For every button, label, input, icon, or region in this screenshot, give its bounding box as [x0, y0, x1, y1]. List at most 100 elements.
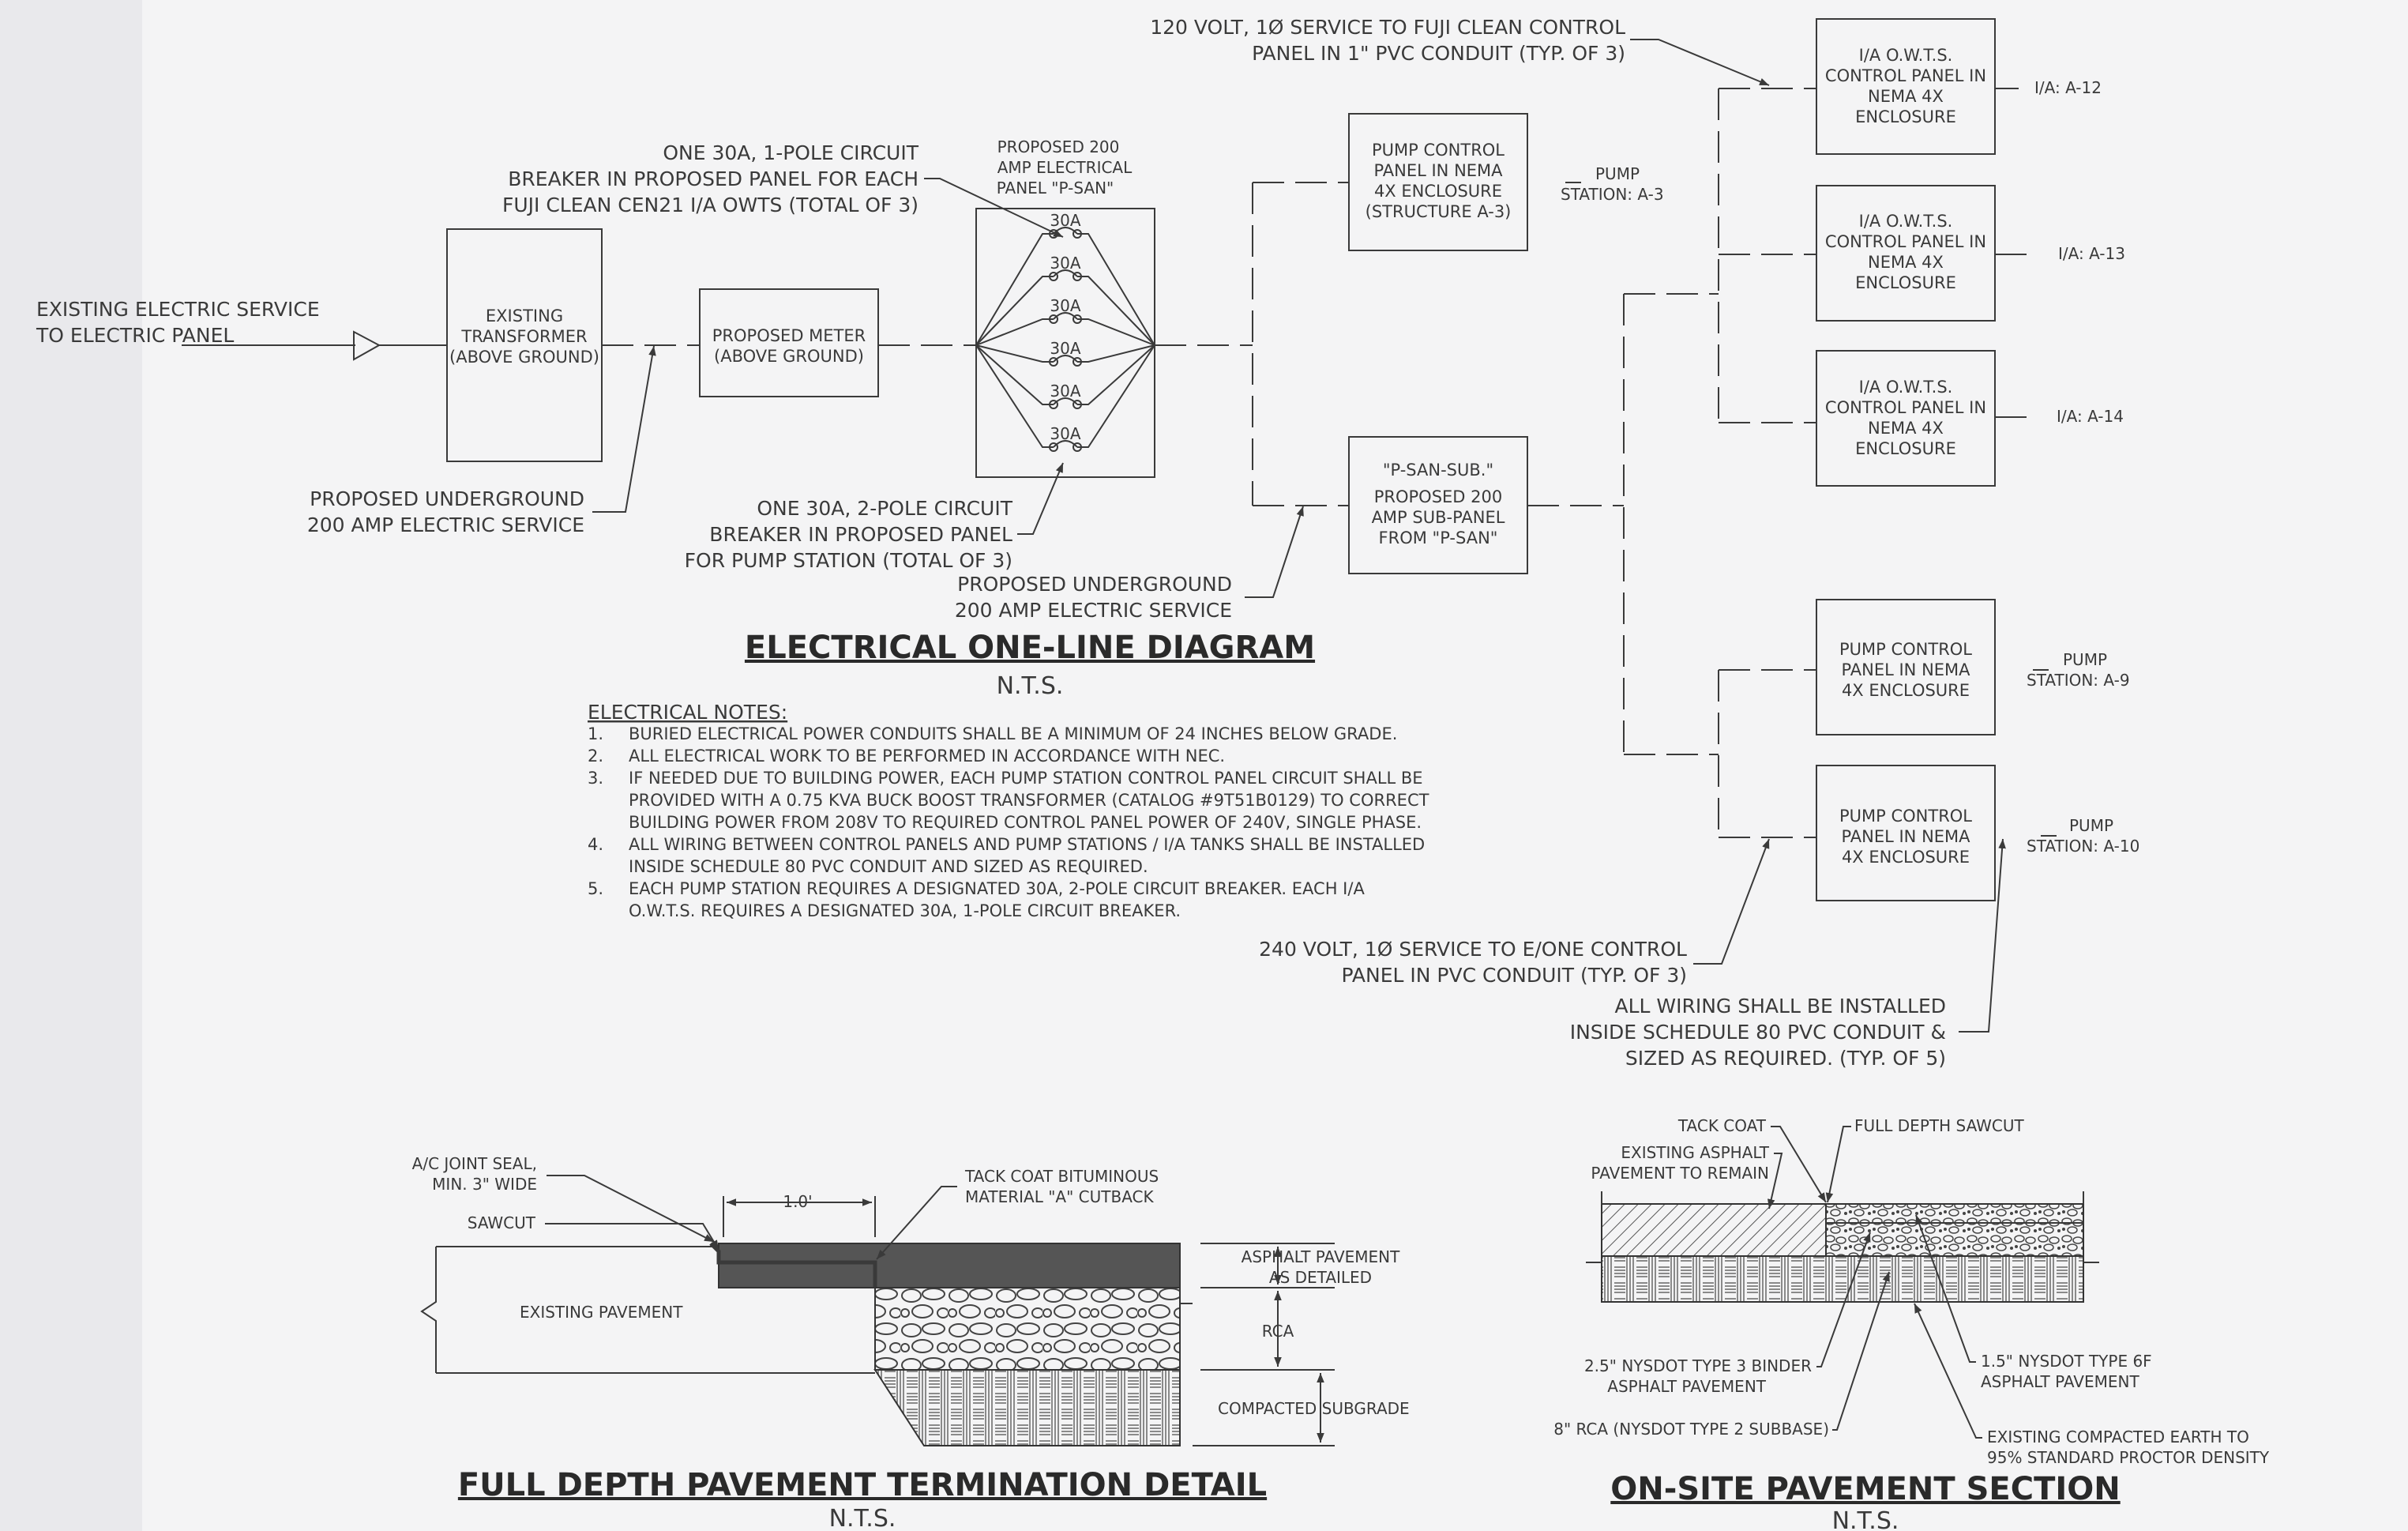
termination-scale: N.T.S.	[829, 1505, 896, 1531]
ug-service-leader	[592, 345, 656, 513]
binder-label: 2.5" NYSDOT TYPE 3 BINDER	[1584, 1356, 1812, 1375]
eone-service-label: 240 VOLT, 1Ø SERVICE TO E/ONE CONTROL	[1259, 938, 1687, 961]
breaker-label: 30A	[1050, 211, 1080, 230]
existing-asphalt-layer	[1601, 1203, 1827, 1257]
pump-a3-label: PANEL IN NEMA	[1373, 161, 1503, 180]
ug-service-b-label: PROPOSED UNDERGROUND	[957, 573, 1232, 596]
breaker-label: 30A	[1050, 382, 1080, 401]
breaker-feed-line	[975, 276, 1054, 346]
fuji-leader	[1630, 39, 1770, 86]
ia-a12-label: ENCLOSURE	[1855, 107, 1956, 126]
note-number: 5.	[588, 879, 603, 898]
break-line	[420, 1247, 437, 1373]
pump-a10-label: PANEL IN NEMA	[1841, 827, 1970, 846]
fuji-service-label: 120 VOLT, 1Ø SERVICE TO FUJI CLEAN CONTR…	[1150, 16, 1625, 39]
breaker-switch	[1053, 269, 1078, 277]
pump-a10-label: PUMP CONTROL	[1839, 807, 1972, 826]
ia-a13-label: CONTROL PANEL IN	[1825, 232, 1986, 251]
note-text: ALL WIRING BETWEEN CONTROL PANELS AND PU…	[629, 835, 1425, 854]
earth-label: 95% STANDARD PROCTOR DENSITY	[1987, 1448, 2270, 1467]
transformer-label: TRANSFORMER	[460, 327, 587, 346]
tag-a3: PUMP	[1595, 164, 1640, 183]
breaker-2p-leader	[1017, 462, 1064, 535]
breaker-label: 30A	[1050, 424, 1080, 443]
joint-seal-label: A/C JOINT SEAL,	[412, 1154, 537, 1173]
note-number: 1.	[588, 724, 603, 743]
sub-panel-label: "P-SAN-SUB."	[1383, 461, 1493, 480]
breaker-label: 30A	[1050, 296, 1080, 315]
pump-a9-label: PUMP CONTROL	[1839, 640, 1972, 659]
rca-section-leader	[1832, 1271, 1890, 1431]
ug-service-label: PROPOSED UNDERGROUND	[310, 487, 584, 510]
joint-seal-leader	[547, 1175, 715, 1243]
subbase-layer	[1601, 1255, 2084, 1303]
breaker-terminal	[1049, 400, 1058, 409]
ia-a14-label: I/A O.W.T.S.	[1859, 378, 1953, 397]
diagram-scale: N.T.S.	[997, 672, 1064, 700]
binder-label: ASPHALT PAVEMENT	[1607, 1377, 1766, 1396]
ia-control-a12-box	[1816, 18, 1996, 155]
breaker-2p-label: BREAKER IN PROPOSED PANEL	[709, 523, 1012, 546]
breaker-out-line	[1077, 344, 1155, 363]
wiring-label: ALL WIRING SHALL BE INSTALLED	[1614, 995, 1946, 1018]
transformer-label: (ABOVE GROUND)	[449, 348, 599, 367]
breaker-switch	[1053, 312, 1078, 320]
note-text: BUILDING POWER FROM 208V TO REQUIRED CON…	[629, 813, 1422, 832]
section-tack-leader	[1771, 1126, 1827, 1203]
breaker-feed-line	[975, 344, 1054, 363]
note-text: ALL ELECTRICAL WORK TO BE PERFORMED IN A…	[629, 747, 1225, 766]
ia-a14-label: NEMA 4X	[1868, 419, 1944, 438]
sheet-margin-strip	[0, 0, 142, 1531]
pump-a10-label: 4X ENCLOSURE	[1842, 848, 1970, 867]
notes-heading: ELECTRICAL NOTES:	[588, 701, 787, 724]
note-text: O.W.T.S. REQUIRES A DESIGNATED 30A, 1-PO…	[629, 901, 1181, 920]
tag-a14: I/A: A-14	[2057, 407, 2124, 426]
rca-section-label: 8" RCA (NYSDOT TYPE 2 SUBBASE)	[1553, 1420, 1829, 1439]
breaker-label: 30A	[1050, 254, 1080, 273]
rca-layer	[874, 1287, 1181, 1371]
pump-control-a10-box	[1816, 765, 1996, 901]
top-course-label: ASPHALT PAVEMENT	[1981, 1372, 2139, 1391]
existing-pavement-label: EXISTING PAVEMENT	[520, 1303, 683, 1322]
ug-service-label: 200 AMP ELECTRIC SERVICE	[307, 513, 584, 536]
ia-control-a14-box	[1816, 350, 1996, 487]
tag-a12: I/A: A-12	[2034, 78, 2102, 97]
earth-leader	[1914, 1303, 1982, 1439]
sawcut-label: SAWCUT	[468, 1213, 536, 1232]
dimension-label: 1.0'	[783, 1192, 812, 1211]
breaker-feed-line	[975, 344, 1054, 448]
tack-leader	[876, 1186, 957, 1260]
eone-service-label: PANEL IN PVC CONDUIT (TYP. OF 3)	[1341, 964, 1687, 987]
breaker-switch	[1053, 355, 1078, 363]
subgrade-layer	[873, 1369, 1181, 1446]
diagram-title: ELECTRICAL ONE-LINE DIAGRAM	[745, 630, 1315, 666]
tag-a3: STATION: A-3	[1561, 185, 1664, 204]
breaker-terminal	[1073, 314, 1082, 324]
breaker-group	[975, 227, 1155, 452]
breaker-terminal	[1049, 314, 1058, 324]
eone-leader	[1693, 838, 1770, 965]
breaker-1p-label: FUJI CLEAN CEN21 I/A OWTS (TOTAL OF 3)	[502, 194, 918, 216]
breaker-terminal	[1073, 400, 1082, 409]
breaker-out-line	[1077, 276, 1155, 346]
tag-a10: PUMP	[2069, 816, 2113, 835]
tag-a10: STATION: A-10	[2027, 837, 2139, 856]
breaker-1p-leader	[924, 178, 1064, 238]
tag-a9: STATION: A-9	[2027, 671, 2130, 690]
note-number: 3.	[588, 769, 603, 788]
ug-service-b-label: 200 AMP ELECTRIC SERVICE	[955, 599, 1232, 622]
breaker-out-line	[1077, 344, 1155, 448]
breaker-label: 30A	[1050, 339, 1080, 358]
pump-control-a9-box	[1816, 599, 1996, 735]
pump-a3-label: PUMP CONTROL	[1372, 141, 1505, 160]
section-existing-leader	[1767, 1153, 1783, 1209]
tag-a9: PUMP	[2063, 650, 2107, 669]
ia-a13-label: I/A O.W.T.S.	[1859, 212, 1953, 231]
ia-a12-label: CONTROL PANEL IN	[1825, 66, 1986, 85]
panel-label: PANEL "P-SAN"	[997, 179, 1114, 197]
note-text: BURIED ELECTRICAL POWER CONDUITS SHALL B…	[629, 724, 1397, 743]
termination-detail: EXISTING PAVEMENT 1.0' A/C JOINT SEAL, M…	[412, 1154, 1410, 1531]
section-scale: N.T.S.	[1832, 1507, 1899, 1531]
